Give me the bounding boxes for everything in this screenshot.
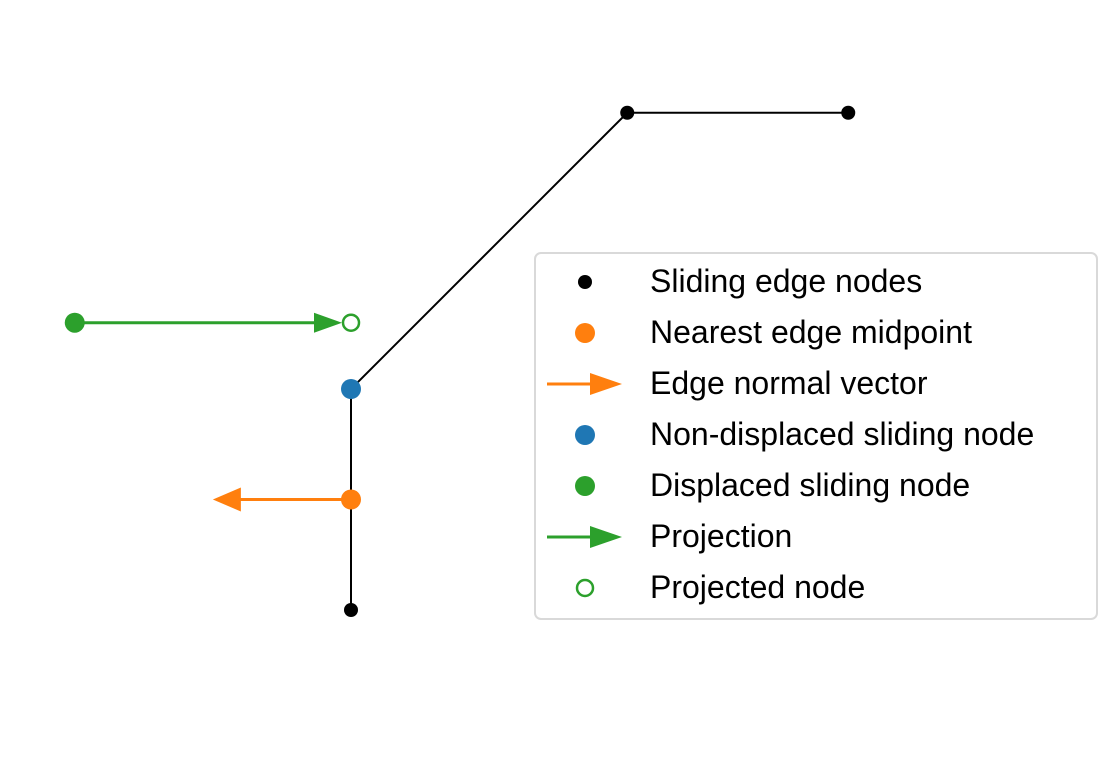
legend-marker-projection-head	[590, 526, 622, 548]
legend-label-displaced-sliding-node: Displaced sliding node	[650, 467, 970, 503]
legend-marker-nearest-edge-midpoint	[575, 323, 595, 343]
legend-label-projection: Projection	[650, 518, 792, 554]
legend-marker-non-displaced-sliding-node	[575, 425, 595, 445]
legend-marker-sliding-edge-nodes	[578, 275, 592, 289]
legend-label-non-displaced-sliding-node: Non-displaced sliding node	[650, 416, 1034, 452]
legend-markers	[547, 275, 622, 598]
legend: Sliding edge nodes Nearest edge midpoint…	[534, 252, 1098, 620]
edge-normal-vector-arrow-head	[212, 487, 241, 512]
legend-marker-displaced-sliding-node	[575, 476, 595, 496]
projected-node	[341, 313, 361, 332]
sliding-edge-node-0	[344, 603, 358, 617]
sliding-edge-node-2	[620, 105, 635, 120]
displaced-sliding-node	[64, 312, 85, 333]
non-displaced-sliding-node	[341, 379, 361, 399]
legend-label-projected-node: Projected node	[650, 569, 865, 605]
edge-normal-vector-arrow	[212, 487, 351, 512]
legend-frame	[534, 252, 1098, 620]
nearest-edge-midpoint	[341, 489, 361, 510]
projection-arrow-head	[314, 312, 342, 333]
legend-marker-edge-normal-vector-head	[590, 373, 622, 395]
legend-label-nearest-edge-midpoint: Nearest edge midpoint	[650, 314, 972, 350]
legend-marker-projection	[547, 526, 622, 548]
projection-arrow	[74, 312, 342, 333]
legend-marker-projected-node	[575, 578, 595, 598]
legend-label-sliding-edge-nodes: Sliding edge nodes	[650, 263, 922, 299]
legend-marker-edge-normal-vector	[547, 373, 622, 395]
plot-area	[64, 105, 856, 617]
legend-label-edge-normal-vector: Edge normal vector	[650, 365, 928, 401]
sliding-edge-node-3	[841, 105, 856, 120]
